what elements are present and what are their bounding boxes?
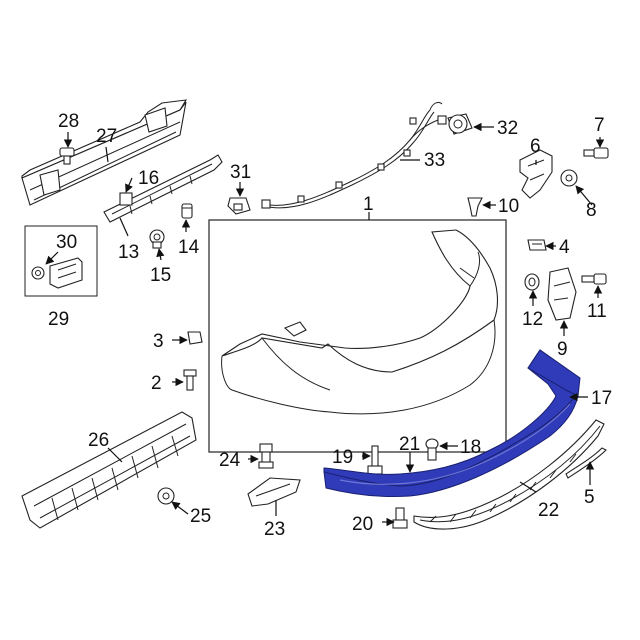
lower-valance-17 bbox=[323, 349, 581, 498]
bumper-cover-1 bbox=[208, 219, 507, 453]
callout-20: 20 bbox=[352, 514, 373, 535]
callout-23: 23 bbox=[264, 519, 285, 540]
lower-trim-22 bbox=[413, 419, 605, 530]
clip-16 bbox=[119, 192, 133, 206]
wiring-harness-33 bbox=[261, 101, 447, 209]
push-pin-18 bbox=[425, 438, 439, 461]
clip-4 bbox=[527, 239, 547, 251]
callout-6: 6 bbox=[530, 136, 541, 157]
callout-10: 10 bbox=[498, 196, 519, 217]
screw-20 bbox=[392, 507, 408, 529]
callout-32: 32 bbox=[497, 118, 518, 139]
grommet-12 bbox=[524, 273, 540, 291]
callout-9: 9 bbox=[557, 339, 568, 360]
block-14 bbox=[181, 203, 193, 219]
callout-21: 21 bbox=[399, 434, 420, 455]
callout-24: 24 bbox=[219, 450, 241, 471]
callout-15: 15 bbox=[150, 265, 171, 286]
parking-sensor-32 bbox=[447, 113, 473, 135]
bracket-23 bbox=[247, 477, 301, 507]
callout-4: 4 bbox=[559, 237, 570, 258]
callout-16: 16 bbox=[138, 168, 159, 189]
callout-29: 29 bbox=[48, 309, 69, 330]
callout-2: 2 bbox=[151, 373, 162, 394]
callout-1: 1 bbox=[363, 194, 374, 215]
bracket-9 bbox=[547, 267, 577, 321]
callout-3: 3 bbox=[153, 331, 164, 352]
nut-8 bbox=[560, 169, 578, 187]
nut-15 bbox=[149, 229, 165, 249]
clip-31 bbox=[227, 197, 251, 215]
callout-13: 13 bbox=[118, 242, 139, 263]
callout-22: 22 bbox=[538, 500, 559, 521]
clip-10 bbox=[467, 197, 483, 217]
callout-17: 17 bbox=[591, 388, 612, 409]
callout-28: 28 bbox=[58, 111, 79, 132]
callout-26: 26 bbox=[88, 430, 109, 451]
bracket-6 bbox=[519, 149, 553, 199]
clip-3 bbox=[187, 331, 203, 345]
callout-30: 30 bbox=[56, 232, 77, 253]
energy-absorber-13 bbox=[103, 154, 223, 223]
screw-2 bbox=[183, 369, 197, 391]
bolt-24 bbox=[258, 443, 274, 469]
bracket-kit-29 bbox=[24, 225, 98, 297]
leader-lines bbox=[45, 122, 605, 527]
callout-5: 5 bbox=[584, 487, 595, 508]
callout-18: 18 bbox=[460, 437, 481, 458]
callout-7: 7 bbox=[594, 115, 605, 136]
callout-12: 12 bbox=[522, 309, 543, 330]
callout-14: 14 bbox=[178, 237, 200, 258]
callout-25: 25 bbox=[190, 506, 211, 527]
nut-25 bbox=[157, 487, 175, 505]
callout-19: 19 bbox=[332, 447, 353, 468]
callout-33: 33 bbox=[424, 150, 445, 171]
bolt-7 bbox=[583, 147, 609, 159]
bolt-28 bbox=[59, 147, 75, 165]
callout-labels: 1 2 3 4 5 6 7 8 9 10 11 12 13 14 15 16 1… bbox=[48, 111, 612, 540]
energy-absorber-26 bbox=[21, 411, 197, 529]
callout-27: 27 bbox=[96, 126, 117, 147]
reinforcement-beam-27 bbox=[21, 99, 188, 206]
callout-8: 8 bbox=[586, 200, 597, 221]
callout-31: 31 bbox=[230, 162, 251, 183]
callout-11: 11 bbox=[587, 301, 607, 322]
bolt-11 bbox=[581, 273, 607, 285]
